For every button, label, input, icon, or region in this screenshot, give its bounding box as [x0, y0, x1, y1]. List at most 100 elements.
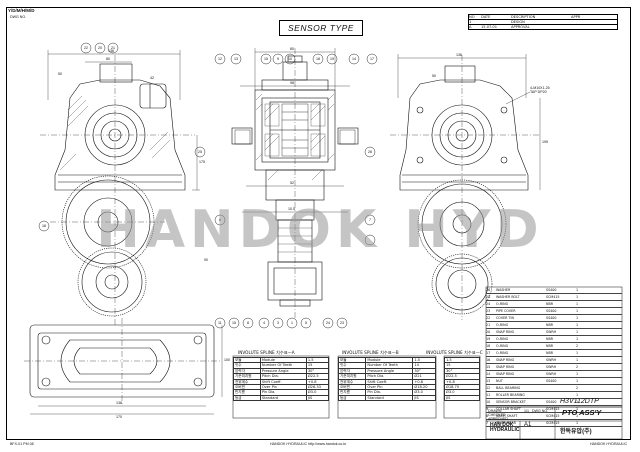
callout-number: 23 — [340, 321, 344, 325]
parts-list-cell: NBR — [546, 344, 554, 348]
parts-list-cell: O-RING — [496, 302, 509, 306]
parts-list-cell: SNAP RING — [496, 358, 515, 362]
parts-list-cell: 21 — [486, 323, 491, 327]
rev-header: NO — [469, 15, 475, 19]
rev-header: DATE — [481, 15, 491, 19]
parts-list-cell: SNAP RING — [496, 330, 515, 334]
parts-list-cell: 1 — [576, 372, 579, 376]
parts-list-cell: 1 — [576, 400, 579, 404]
parts-list-cell: 22 — [486, 316, 491, 320]
callout-number: 21 — [111, 46, 115, 50]
parts-list-cell: COLLAR SHAFT — [496, 407, 521, 411]
parts-list-cell: O-RING — [496, 323, 509, 327]
parts-list-cell: WASHER — [496, 288, 511, 292]
callout-number: 1 — [291, 321, 293, 325]
spline-table-title: INVOLUTE SPLINE 치수표—C — [426, 350, 483, 355]
parts-list-cell — [588, 378, 622, 384]
dimension-text: 80 — [106, 57, 110, 61]
parts-list-cell: SCM415 — [546, 407, 560, 411]
parts-list-cell: 10 — [486, 400, 491, 404]
spline-table-cell: 등급 — [233, 394, 261, 402]
parts-list-cell: 1 — [576, 295, 579, 299]
callout-number: 7 — [369, 218, 371, 222]
parts-list-cell: 12 — [486, 386, 491, 390]
parts-list-cell: 14 — [486, 372, 491, 376]
spline-details — [234, 129, 356, 145]
parts-list-cell: IDLER GEAR — [496, 421, 516, 425]
dimension-text: 100 — [224, 358, 230, 362]
callout-number: 15 — [264, 57, 268, 61]
drawing-title: SENSOR TYPE — [279, 20, 363, 36]
rev-cell: 1 — [469, 20, 472, 24]
approved-label: APPROVED — [488, 417, 508, 421]
dimension-text: 136 — [116, 401, 122, 405]
parts-list-cell: O-RING — [496, 337, 509, 341]
footer-left: BFX-01 PM 08 — [10, 442, 34, 446]
spline-table-cell: Standard — [259, 394, 307, 402]
callout-circles — [38, 42, 378, 329]
corner-label: Y/D/M/H/M/D — [8, 8, 35, 13]
parts-list-cell: 20 — [486, 330, 491, 334]
parts-list-cell — [588, 329, 622, 335]
parts-list-cell — [588, 371, 622, 377]
parts-list-cell: SS400 — [546, 379, 557, 383]
parts-list-cell: 11 — [486, 393, 491, 397]
parts-list-cell: 2 — [576, 386, 579, 390]
parts-list-cell: 1 — [576, 330, 579, 334]
parts-list-cell: SNAP RING — [496, 365, 515, 369]
parts-list-cell: 7 — [486, 421, 489, 425]
drawing-frame — [6, 7, 631, 440]
rev-cell: APPROVAL — [511, 25, 530, 29]
parts-list-cell: 18 — [486, 344, 491, 348]
parts-list-cell — [588, 364, 622, 370]
parts-list-cell: 8 — [486, 414, 489, 418]
callout-number: 24 — [326, 321, 330, 325]
rev-cell: 15.07.01 — [481, 25, 498, 29]
watermark: HANDOK HYD — [96, 200, 544, 260]
parts-list-cell — [588, 343, 622, 349]
parts-list-cell — [588, 315, 622, 321]
parts-list-cell: 1 — [576, 288, 579, 292]
spline-table-cell: Standard — [365, 394, 414, 402]
parts-list-cell: 1 — [576, 337, 579, 341]
dimension-text: 90 — [204, 258, 208, 262]
callout-number: 14 — [352, 57, 356, 61]
dimension-text: 50 — [432, 74, 436, 78]
parts-list-cell: PIPE COVER — [496, 309, 516, 313]
callout-number: 15 — [232, 321, 236, 325]
parts-list-cell: SWRH — [546, 365, 557, 369]
company-name: HAN DOK HYDRAULIC — [490, 422, 520, 433]
callout-number: 8 — [247, 321, 249, 325]
rev-cell: A — [469, 25, 472, 29]
dimension-text: 195 — [542, 140, 548, 144]
parts-list-cell: IDLER SHAFT — [496, 414, 518, 418]
rev-header: DESCRIPTION — [511, 15, 536, 19]
parts-list-cell: SS400 — [546, 316, 557, 320]
spline-table-cell: Pressure Angle — [365, 367, 414, 375]
parts-list-cell: 13 — [486, 379, 491, 383]
parts-list-cell: NBR — [546, 302, 554, 306]
parts-list-cell: SCM415 — [546, 414, 560, 418]
parts-list-cell: NBR — [546, 323, 554, 327]
dimension-text: 170 — [116, 415, 122, 419]
parts-list-cell: 23 — [486, 309, 491, 313]
company-name-korean: 한독유압(주) — [560, 429, 592, 435]
parts-list-cell: SENSOR BRACKET — [496, 400, 526, 404]
spline-table-title: INVOLUTE SPLINE 치수표—A — [238, 350, 295, 355]
